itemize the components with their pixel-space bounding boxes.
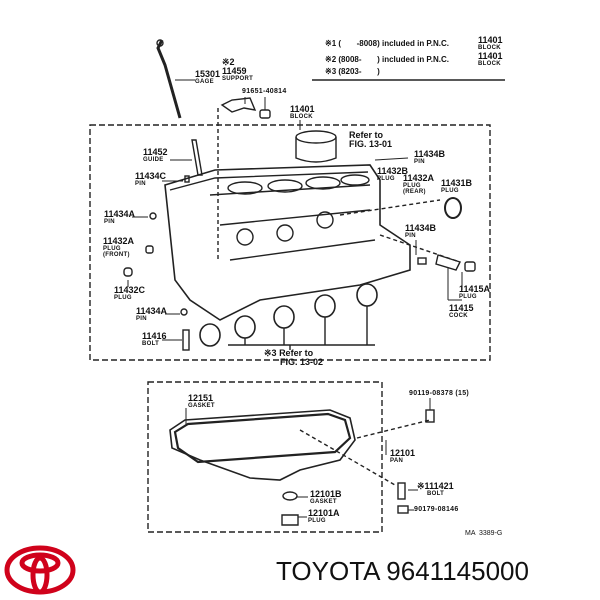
main-bearings [199,283,378,347]
block-group-frame [89,124,491,361]
oil-pan-gasket [173,412,352,464]
diagram-code: MA 3389-G [465,530,503,537]
label-90119-08378[interactable]: 90119-08378 (15) [409,390,470,397]
note-3: ※3 (8203- ) [325,67,380,76]
brand-part-number: TOYOTA 9641145000 [276,556,529,586]
cylinder-block [164,164,411,321]
note-2: ※2 (8008- ) included in P.N.C. [325,55,449,64]
note-1: ※1 ( -8008) included in P.N.C. [325,39,449,48]
support-bracket [220,97,257,113]
pan-group-frame [147,381,383,533]
toyota-logo [4,545,76,595]
label-90179-08146[interactable]: 90179-08146 [414,506,459,513]
dipstick [156,39,182,119]
piston [295,130,337,144]
oil-pan [169,409,356,481]
label-91651-40814[interactable]: 91651-40814 [242,88,287,95]
